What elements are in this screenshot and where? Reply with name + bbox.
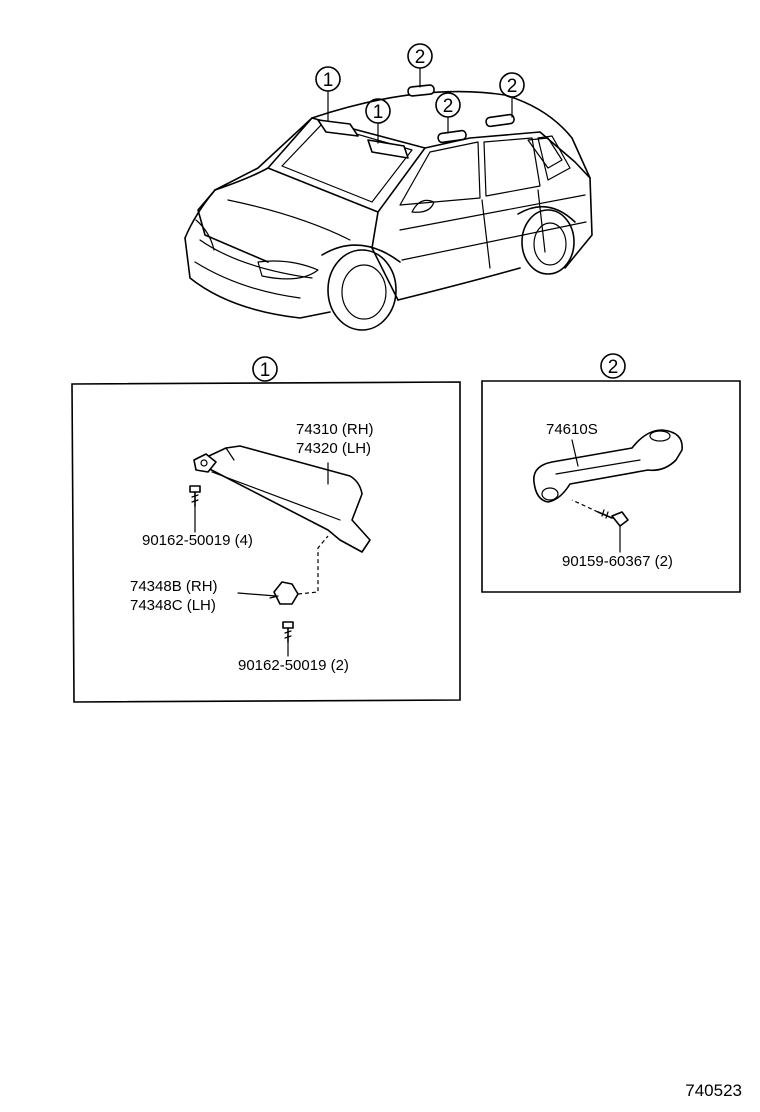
callout-car-1a: 1 — [315, 66, 341, 92]
callout-car-2a: 2 — [407, 43, 433, 69]
visor-pivot — [193, 453, 217, 473]
label-grip-screw: 90159-60367 (2) — [562, 553, 673, 570]
svg-text:1: 1 — [260, 360, 271, 381]
group-1-frame — [71, 381, 461, 703]
group-2-callout: 2 — [600, 353, 626, 379]
svg-text:2: 2 — [507, 76, 518, 97]
roof-grip-1 — [407, 84, 435, 97]
visor-holder — [269, 581, 299, 605]
group-2-frame — [481, 380, 741, 593]
svg-text:1: 1 — [373, 102, 384, 123]
roof-grip-2 — [437, 129, 467, 144]
svg-text:2: 2 — [608, 357, 619, 378]
roof-visor-right — [367, 139, 409, 159]
callout-car-1b: 1 — [365, 98, 391, 124]
label-grip: 74610S — [546, 421, 598, 438]
label-holder-rh: 74348B (RH) — [130, 578, 218, 595]
svg-text:2: 2 — [415, 47, 426, 68]
assist-grip — [533, 429, 683, 503]
svg-text:2: 2 — [443, 96, 454, 117]
callout-car-2c: 2 — [499, 72, 525, 98]
callout-car-2b: 2 — [435, 92, 461, 118]
diagram-ref-number: 740523 — [685, 1081, 742, 1100]
label-screw-bottom: 90162-50019 (2) — [238, 657, 349, 674]
roof-grip-3 — [485, 113, 515, 128]
car-illustration: 1 1 2 2 2 — [184, 43, 593, 331]
svg-text:1: 1 — [323, 70, 334, 91]
label-holder-lh: 74348C (LH) — [130, 597, 216, 614]
screw-top-icon — [189, 485, 201, 507]
group-1-panel: 1 743 — [71, 356, 461, 703]
label-visor-lh: 74320 (LH) — [296, 440, 371, 457]
screw-bottom-icon — [282, 621, 294, 643]
label-screw-top: 90162-50019 (4) — [142, 532, 253, 549]
label-visor-rh: 74310 (RH) — [296, 421, 374, 438]
roof-visor-left — [317, 119, 359, 137]
group-2-panel: 2 74610S 90159-60367 (2) — [481, 353, 741, 593]
group-1-callout: 1 — [252, 356, 278, 382]
grip-screw-icon — [597, 509, 629, 527]
